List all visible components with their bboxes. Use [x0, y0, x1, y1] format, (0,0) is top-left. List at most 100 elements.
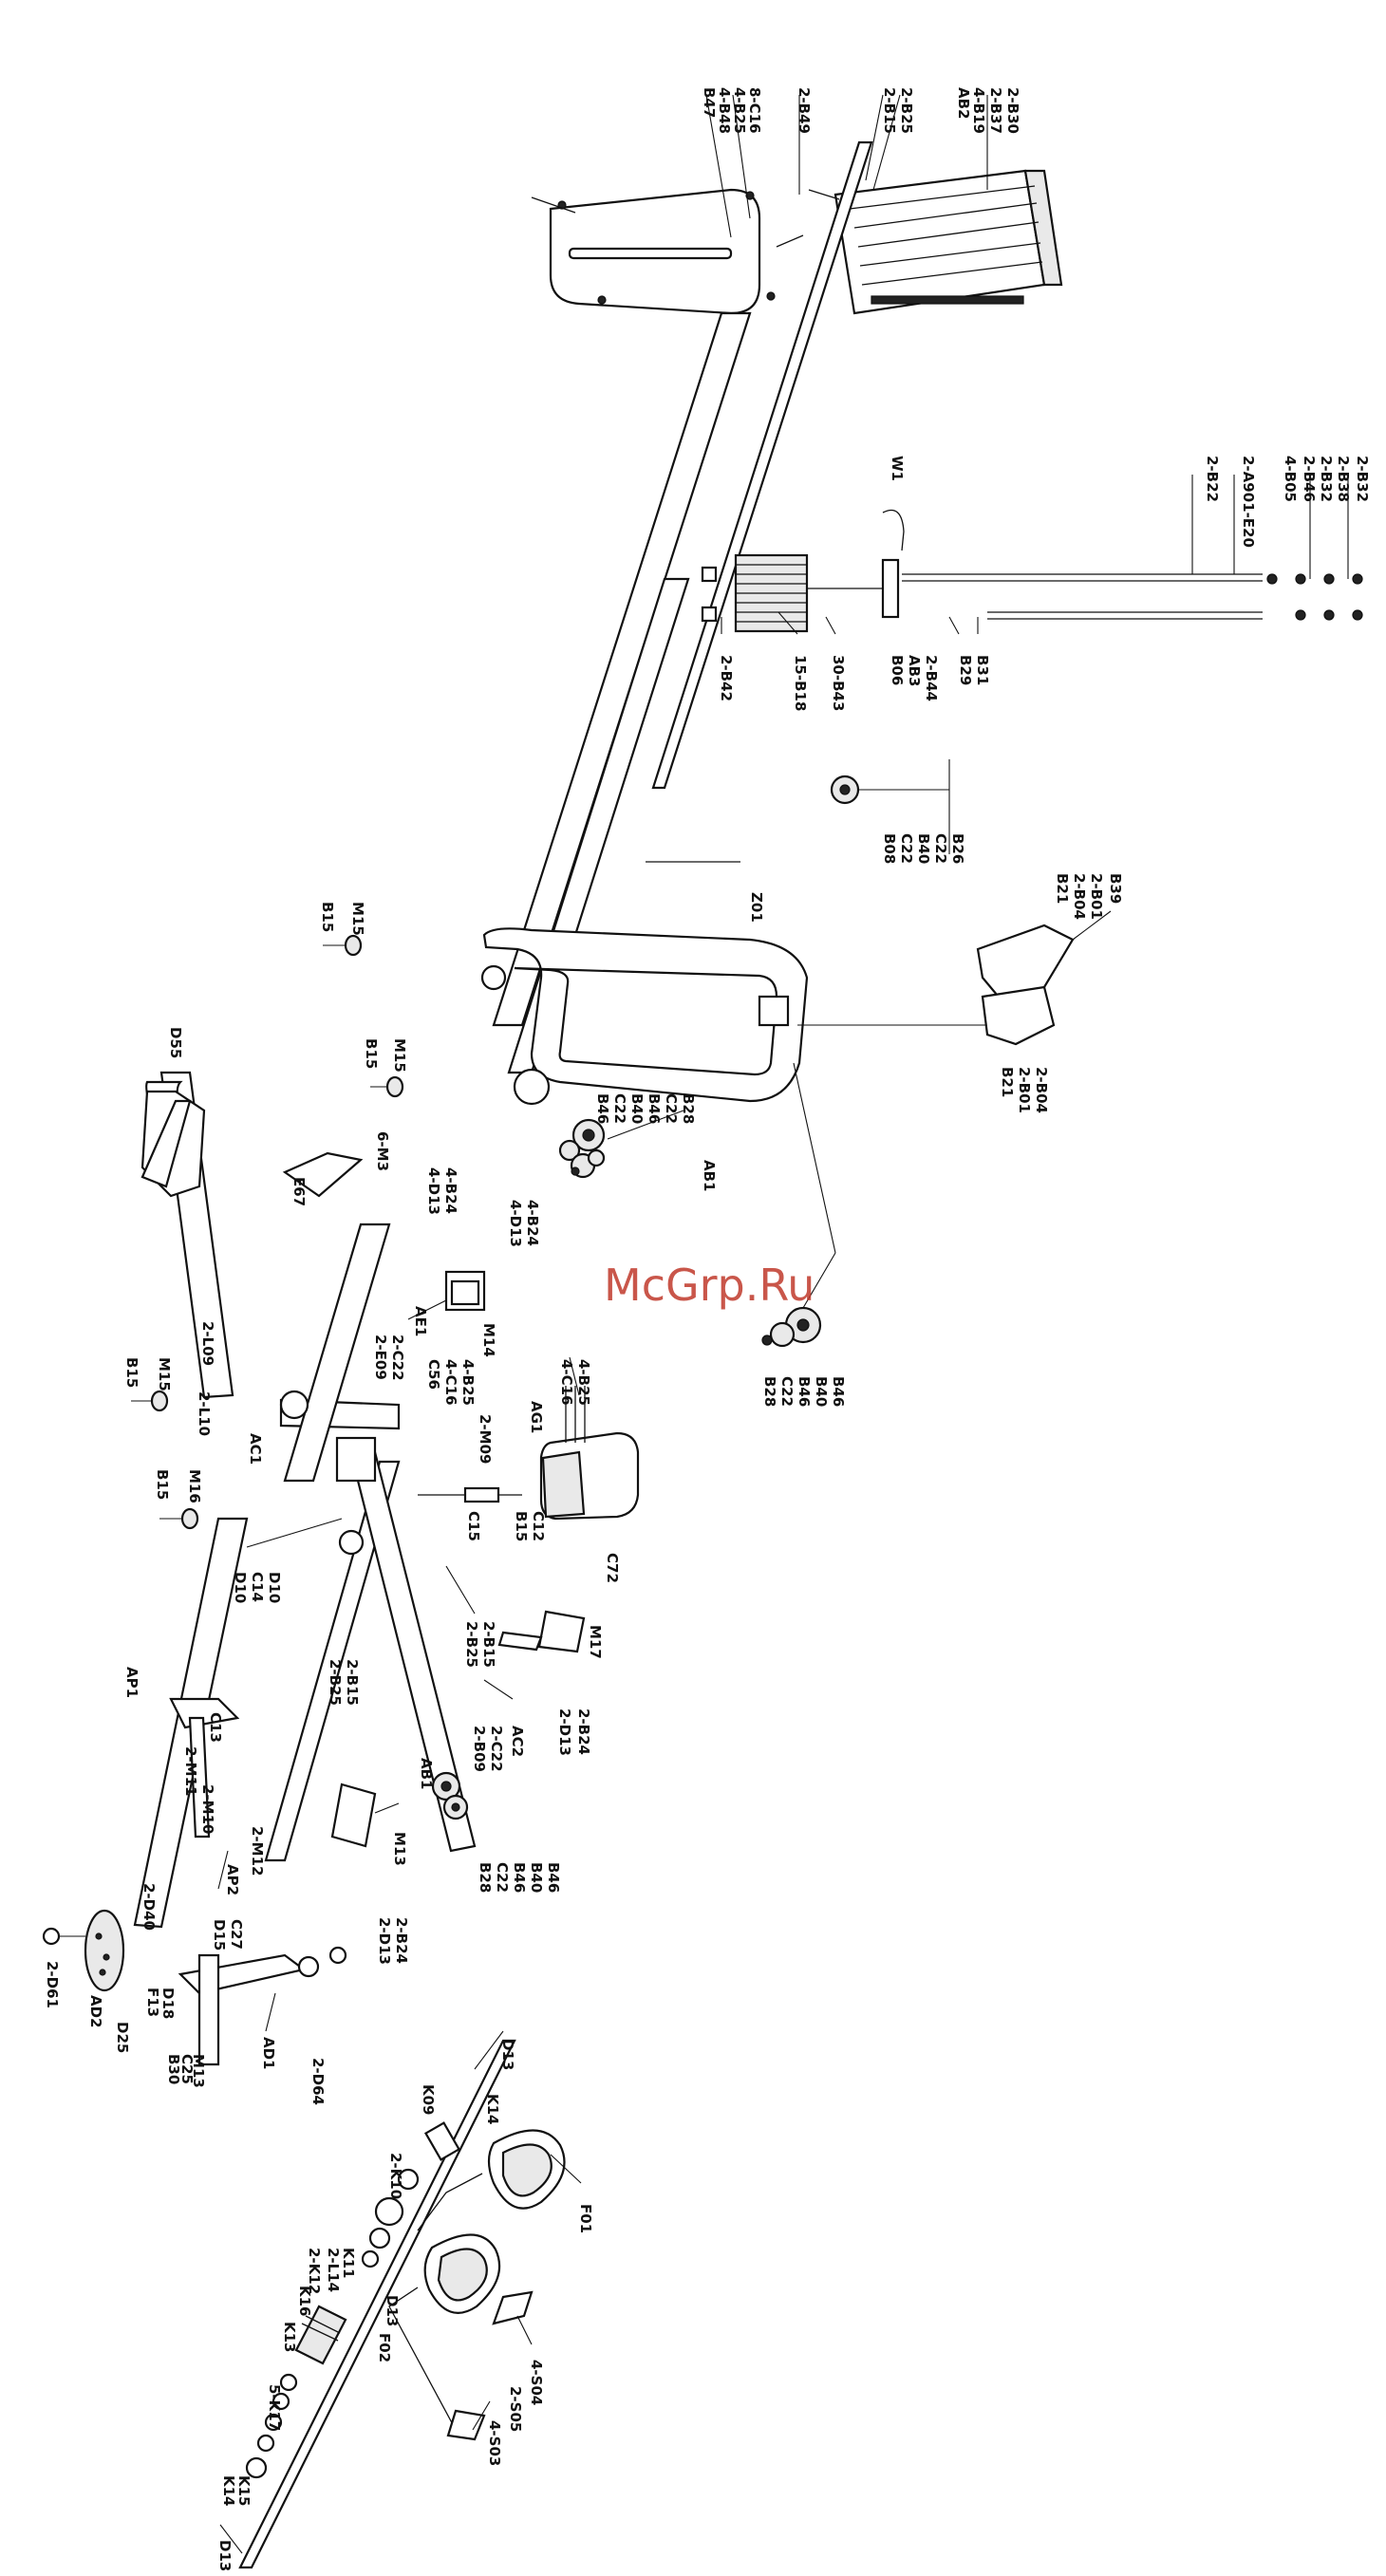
part-label-l-b46-l2: B46 — [511, 1862, 528, 1893]
part-label-l-8-c16: 8-C16 — [746, 87, 763, 134]
part-label-l-2-b44: 2-B44 — [923, 655, 940, 701]
part-label-l-ad1: AD1 — [260, 2037, 277, 2070]
part-label-l-2-b22: 2-B22 — [1204, 456, 1221, 502]
part-label-l-ab1: AB1 — [701, 1160, 718, 1191]
foot-plate — [42, 1909, 125, 1992]
part-label-l-2-c22-m: 2-C22 — [488, 1726, 505, 1772]
part-label-l-2-b04-bot: 2-B04 — [1033, 1067, 1050, 1113]
part-label-l-c27: C27 — [228, 1919, 245, 1950]
part-label-l-2-m11: 2-M11 — [182, 1746, 199, 1796]
part-label-l-2-b09: 2-B09 — [471, 1726, 488, 1772]
part-label-l-15-b18: 15-B18 — [792, 655, 809, 711]
part-label-l-2-b32: 2-B32 — [1354, 456, 1371, 502]
pulley-right — [761, 1062, 836, 1348]
part-label-l-30-b43: 30-B43 — [830, 655, 847, 711]
part-label-l-2-d13-m: 2-D13 — [556, 1708, 573, 1756]
part-label-l-2-d40: 2-D40 — [140, 1883, 158, 1931]
part-label-l-d25: D25 — [114, 2022, 131, 2053]
part-label-l-c25: C25 — [178, 2054, 196, 2084]
roller-pad-e67 — [282, 1151, 364, 1198]
part-label-l-4-s03: 4-S03 — [486, 2420, 503, 2466]
part-label-l-c22-mid2: C22 — [611, 1093, 628, 1124]
part-label-l-c12: C12 — [530, 1511, 547, 1541]
part-label-l-2-a901-e20: 2-A901-E20 — [1240, 456, 1257, 548]
part-label-l-m15-c: M15 — [156, 1357, 173, 1391]
roller-f02 — [388, 2233, 534, 2441]
part-label-l-2-d64: 2-D64 — [309, 2058, 327, 2105]
part-label-l-ab1b: AB1 — [418, 1758, 435, 1789]
part-label-l-b30: B30 — [165, 2054, 182, 2084]
part-label-l-f02: F02 — [376, 2333, 393, 2362]
part-label-l-2-b15-l: 2-B15 — [344, 1659, 361, 1706]
part-label-l-2-s05: 2-S05 — [507, 2386, 524, 2432]
part-label-l-c13: C13 — [207, 1712, 224, 1743]
part-label-l-2-b04-top: 2-B04 — [1071, 873, 1088, 920]
part-label-l-b40-top: B40 — [915, 833, 932, 864]
part-label-l-b15-c: B15 — [123, 1357, 140, 1388]
part-label-l-2-b01-top: 2-B01 — [1088, 873, 1105, 920]
part-label-l-4-b48: 4-B48 — [716, 87, 733, 134]
part-label-l-2-d13-l: 2-D13 — [376, 1917, 393, 1965]
part-label-l-4-c16-mid: 4-C16 — [442, 1359, 459, 1406]
part-label-l-e67: E67 — [290, 1177, 308, 1206]
leg-frame-ad1 — [178, 1946, 347, 2066]
part-label-l-b21-bot: B21 — [999, 1067, 1016, 1097]
part-label-l-4-c16-r: 4-C16 — [558, 1359, 575, 1406]
part-label-l-b40-r: B40 — [813, 1376, 830, 1407]
part-label-l-2-m12: 2-M12 — [249, 1826, 266, 1876]
part-label-l-2-m09: 2-M09 — [477, 1414, 494, 1464]
part-label-l-w1: W1 — [889, 456, 906, 481]
part-label-l-2-b24-l: 2-B24 — [393, 1917, 410, 1964]
knob-m16 — [159, 1507, 199, 1530]
part-label-l-k13: K13 — [281, 2322, 298, 2353]
part-label-l-4-d13-a: 4-D13 — [425, 1167, 442, 1215]
roller-pad-m17 — [497, 1610, 586, 1653]
part-label-l-c22-r: C22 — [778, 1376, 796, 1407]
part-label-l-b29: B29 — [957, 655, 974, 685]
part-label-l-m15-a: M15 — [349, 902, 366, 936]
part-label-l-2-l14: 2-L14 — [325, 2248, 342, 2292]
pulley-mid — [558, 1118, 606, 1162]
part-label-l-f01: F01 — [577, 2204, 594, 2233]
part-label-l-b21-top: B21 — [1054, 873, 1071, 904]
part-label-l-d10: D10 — [232, 1572, 249, 1603]
part-label-l-4-s04: 4-S04 — [528, 2360, 545, 2405]
seat-post — [418, 1486, 522, 1503]
part-label-l-4-b25-r: 4-B25 — [575, 1359, 592, 1406]
part-label-l-b15-b: B15 — [363, 1038, 380, 1069]
knob-m15-b — [370, 1075, 404, 1098]
watermark-text: McGrp.Ru — [604, 1260, 815, 1311]
part-label-l-d13-b: D13 — [216, 2540, 234, 2571]
part-label-l-b46-r: B46 — [830, 1376, 847, 1407]
part-label-l-k11: K11 — [340, 2248, 357, 2279]
part-label-l-4-b19: 4-B19 — [970, 87, 987, 134]
part-label-l-b46-l: B46 — [545, 1862, 562, 1893]
leader-lines — [133, 94, 1349, 2554]
part-label-l-k09: K09 — [420, 2084, 437, 2116]
part-label-l-4-b25-mid: 4-B25 — [459, 1359, 477, 1406]
part-label-l-2-c22: 2-C22 — [389, 1335, 406, 1381]
arm-bracket — [976, 910, 1112, 1046]
roller-f01 — [417, 2129, 566, 2231]
part-label-l-k14-a: K14 — [484, 2094, 501, 2125]
part-label-l-2-k10: 2-K10 — [387, 2153, 404, 2199]
roller-pad-m13 — [330, 1783, 377, 1848]
part-label-l-m13b: M13 — [190, 2054, 207, 2088]
part-label-l-b06: B06 — [889, 655, 906, 685]
part-label-l-b15-a: B15 — [319, 902, 336, 932]
part-label-l-2-d61: 2-D61 — [44, 1961, 61, 2008]
part-label-l-2-b24-m: 2-B24 — [575, 1708, 592, 1755]
part-label-l-k14-b: K14 — [220, 2475, 237, 2507]
part-label-l-ab2: AB2 — [955, 87, 972, 119]
part-label-l-2-b46-top: 2-B46 — [1301, 456, 1318, 502]
part-label-l-4-b24-b: 4-B24 — [524, 1200, 541, 1246]
roller-pad-m14 — [444, 1270, 486, 1312]
part-label-l-b40-l: B40 — [528, 1862, 545, 1893]
part-label-l-4-d13-b: 4-D13 — [507, 1200, 524, 1247]
part-label-l-d13-f: D13 — [384, 2295, 401, 2326]
part-label-l-ac1: AC1 — [247, 1433, 264, 1465]
part-label-l-2-b25-m: 2-B25 — [463, 1621, 480, 1668]
part-label-l-ap2: AP2 — [224, 1864, 241, 1895]
